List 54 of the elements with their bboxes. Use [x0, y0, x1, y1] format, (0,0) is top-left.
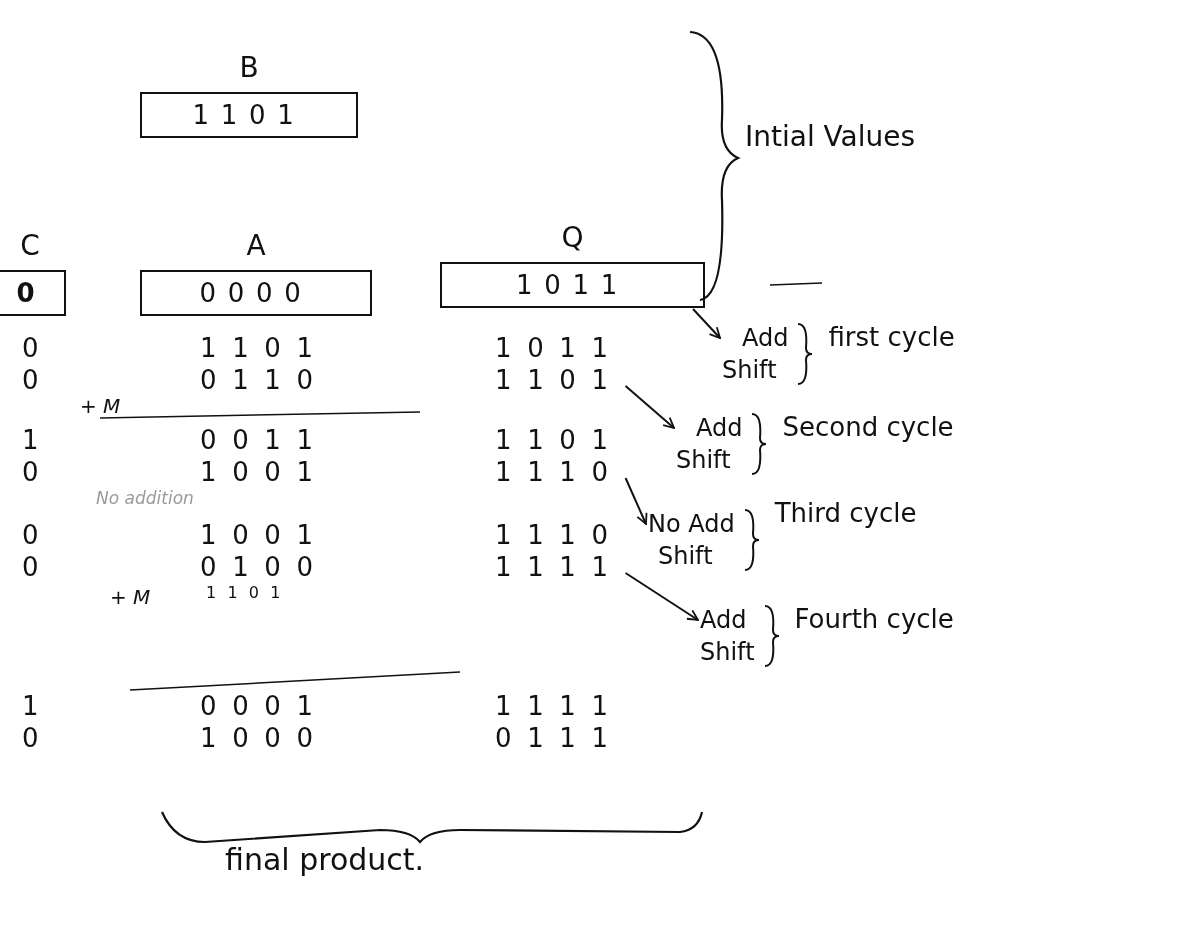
- bit-value: 1101: [200, 332, 329, 364]
- operand-bits: 1101: [206, 583, 292, 603]
- bit-value: 0: [22, 519, 55, 551]
- register-label: A: [246, 230, 266, 262]
- add-operand-mark: + M: [110, 585, 151, 609]
- bit-value: 0011: [200, 424, 329, 456]
- register-box: 0000: [140, 270, 372, 316]
- register-box: 0: [0, 270, 67, 316]
- register-label: B: [239, 52, 259, 84]
- cycle-label: Second cycle: [782, 412, 954, 442]
- bit-value: 0: [22, 364, 55, 396]
- bit-value: 1101: [495, 424, 624, 456]
- bit-value: 0: [22, 722, 55, 754]
- bit-value: 1111: [495, 690, 624, 722]
- register-box: 1101: [140, 92, 358, 138]
- arrow: [624, 572, 699, 621]
- bit-value: 1000: [200, 722, 329, 754]
- cycle-label: Third cycle: [774, 498, 917, 528]
- bit-value: 0100: [200, 551, 329, 583]
- bit-value: 1: [22, 690, 55, 722]
- bit-value: 1011: [495, 332, 624, 364]
- bit-value: 1: [22, 424, 55, 456]
- register-label: C: [20, 230, 40, 262]
- register-label: Q: [561, 222, 584, 254]
- step-text: Add: [700, 605, 748, 636]
- arrow: [692, 308, 721, 339]
- bit-value: 1110: [495, 519, 624, 551]
- bit-value: 0: [22, 332, 55, 364]
- arrow: [624, 385, 675, 429]
- bit-value: 0: [22, 551, 55, 583]
- add-operand-mark: + M: [80, 394, 121, 418]
- step-text: Add: [695, 413, 743, 444]
- step-text: Shift: [676, 445, 732, 476]
- bit-value: 1001: [200, 456, 329, 488]
- register-box: 1011: [440, 262, 705, 308]
- step-text: Shift: [722, 355, 778, 386]
- bit-value: 0110: [200, 364, 329, 396]
- bit-value: 1001: [200, 519, 329, 551]
- register-value: 1111: [495, 551, 624, 583]
- note-text: Intial Values: [745, 120, 916, 154]
- step-text: No Add: [648, 509, 735, 540]
- note-text: final product.: [225, 842, 425, 878]
- step-text: Shift: [700, 637, 755, 668]
- cycle-label: first cycle: [828, 322, 955, 352]
- bit-value: 0001: [200, 690, 329, 722]
- step-text: Add: [741, 323, 789, 354]
- step-text: Shift: [657, 541, 714, 572]
- register-value: 1101: [495, 364, 624, 396]
- register-value: 1110: [495, 456, 624, 488]
- arrow: [624, 477, 648, 525]
- bit-value: 0111: [495, 722, 624, 754]
- bit-value: 0: [22, 456, 55, 488]
- cycle-label: Fourth cycle: [794, 604, 954, 634]
- faint-note: No addition: [96, 488, 194, 509]
